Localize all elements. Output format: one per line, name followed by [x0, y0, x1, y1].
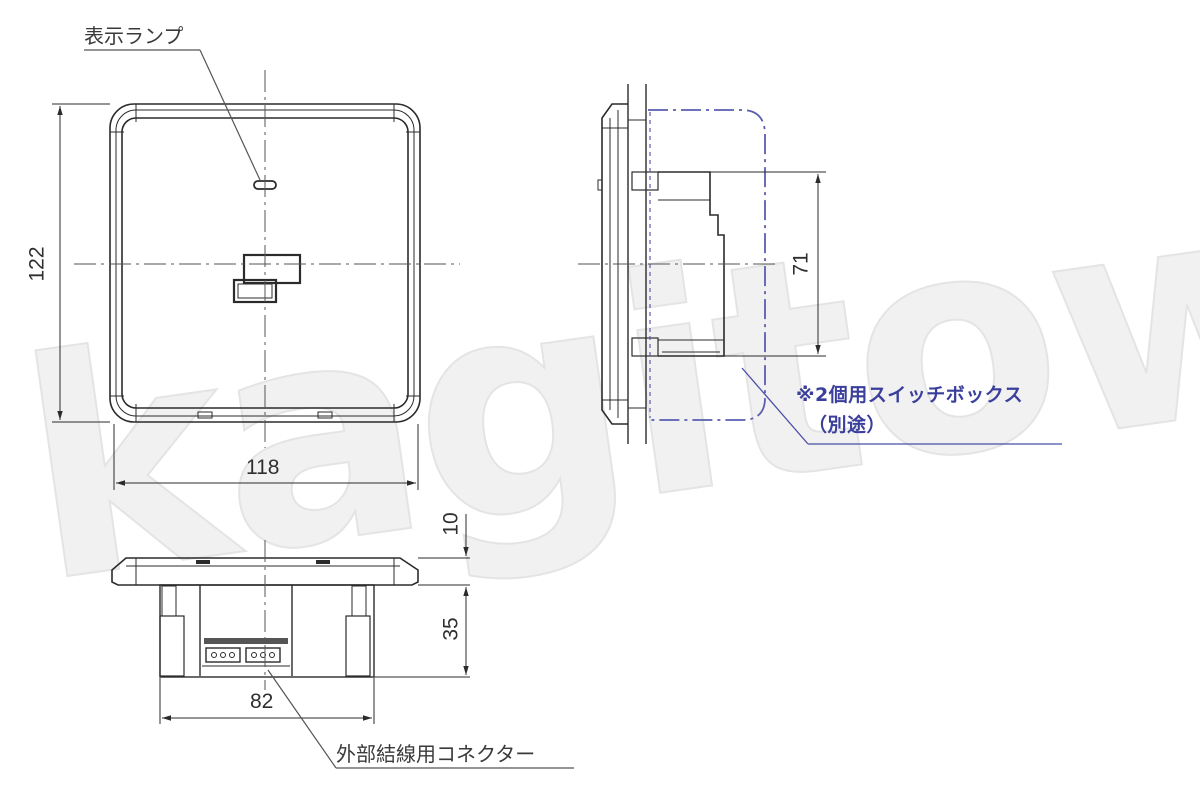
dimension-82: 82: [250, 690, 274, 713]
width-dimension-118: 118: [246, 456, 280, 479]
connector-leader: [267, 669, 574, 769]
bottom-view: [111, 557, 419, 678]
front-center-lines: [74, 70, 460, 448]
dimension-71: 71: [789, 252, 813, 276]
front-view: [109, 103, 421, 423]
front-dimensions: [52, 103, 419, 490]
height-dimension-122: 122: [25, 246, 49, 282]
box-note-leader: [741, 367, 1062, 445]
switch-box-note: ※2個用スイッチボックス: [796, 384, 1024, 406]
switch-box-note-separate: （別途）: [808, 414, 887, 436]
dimension-35: 35: [439, 617, 463, 641]
external-connector-label: 外部結線用コネクター: [336, 742, 536, 766]
switch-box-outline: [648, 109, 766, 421]
dimension-10: 10: [439, 512, 463, 536]
indicator-lamp-label: 表示ランプ: [84, 24, 184, 48]
bottom-dimensions: [159, 514, 470, 724]
side-dimensions: [658, 171, 826, 357]
lamp-leader: [84, 49, 261, 181]
